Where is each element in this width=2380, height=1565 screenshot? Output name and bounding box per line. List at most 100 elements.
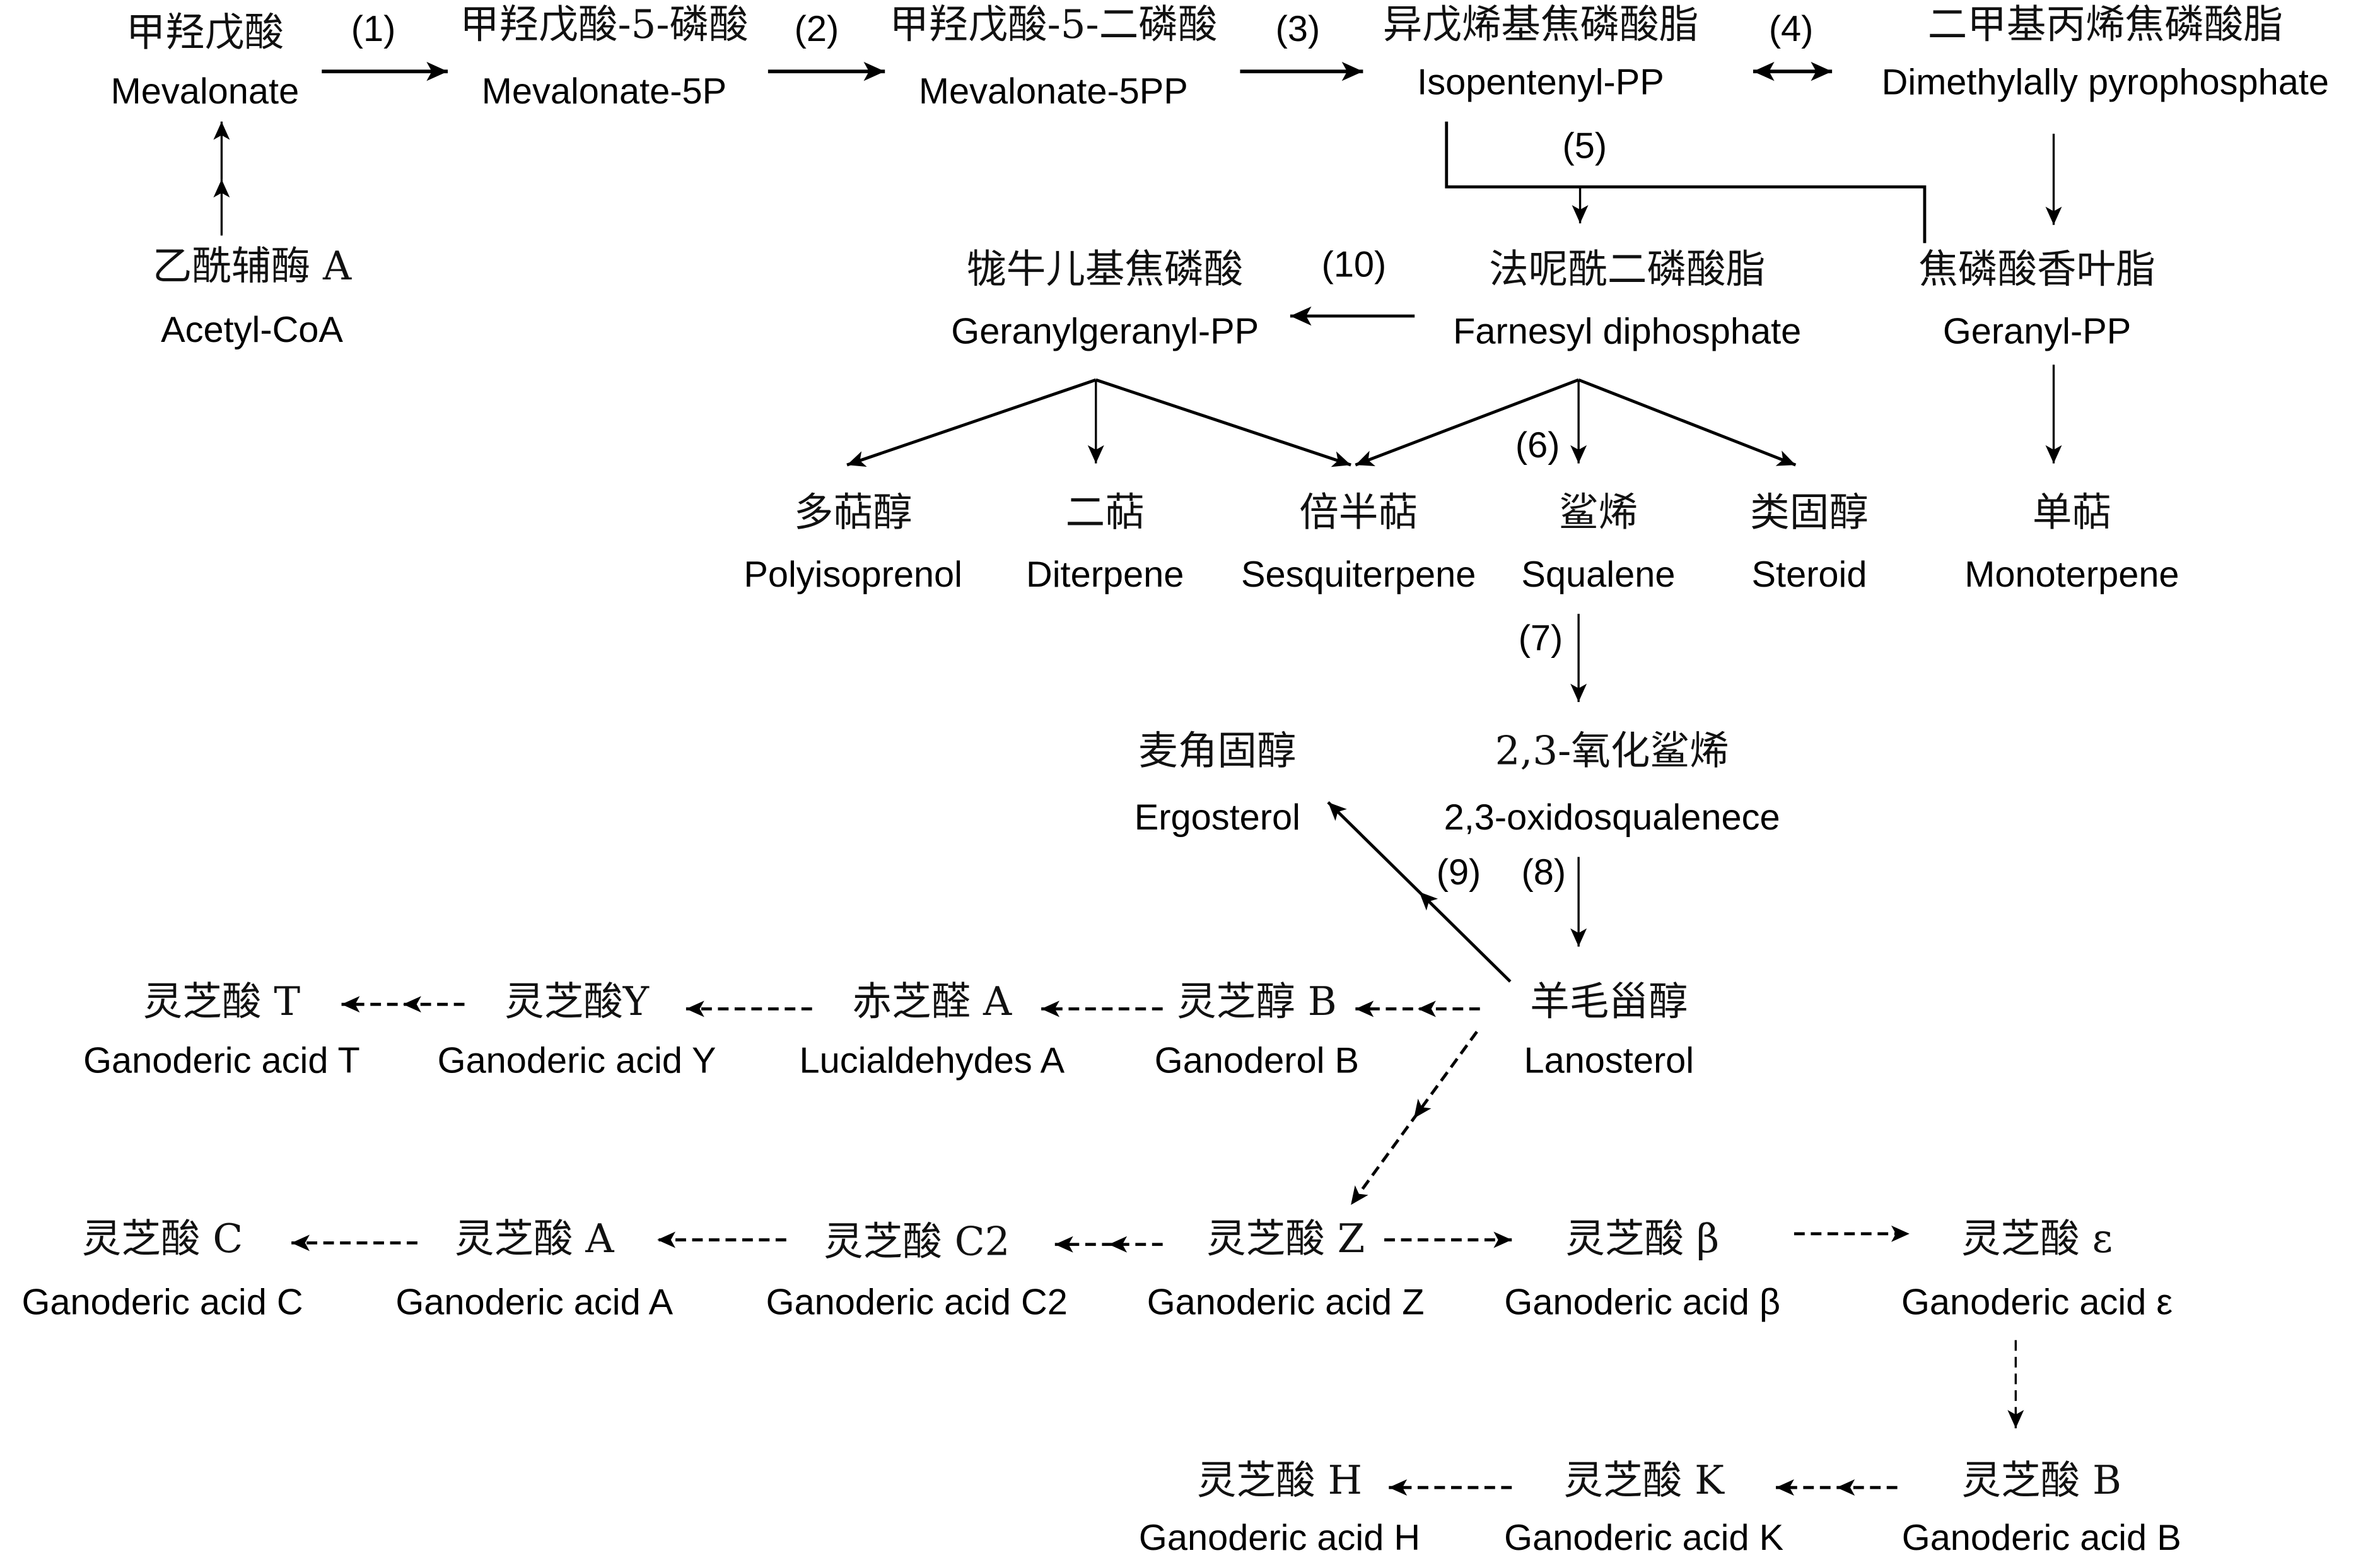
- step-label: (8): [1522, 852, 1566, 893]
- edge-step-9: [1327, 801, 1512, 983]
- node-label-en: Steroid: [1752, 554, 1867, 595]
- arrowhead-icon: [1570, 445, 1587, 464]
- edge-dmapp-gpp: [2045, 133, 2062, 225]
- node-label-zh: 灵芝酸 A: [455, 1216, 615, 1262]
- node-label-en: Ganoderic acid B: [1902, 1518, 2181, 1558]
- edge-ganoderolb-lucialdehydea: [1041, 1000, 1163, 1017]
- node-label-zh: 焦磷酸香叶脂: [1918, 246, 2155, 292]
- node-ga-b: 灵芝酸 B Ganoderic acid B: [1902, 1457, 2181, 1558]
- node-label-en: Ganoderic acid K: [1504, 1518, 1783, 1558]
- edges-layer: [213, 62, 2062, 1496]
- arrowhead-icon: [2007, 1410, 2024, 1429]
- edge-ggpp-diterpene: [1087, 380, 1104, 464]
- node-label-en: Ergosterol: [1135, 797, 1300, 838]
- arrow-line: [1355, 378, 1580, 467]
- edge-step-1: [322, 62, 448, 81]
- node-label-en: Sesquiterpene: [1241, 554, 1476, 595]
- arrowhead-icon: [426, 62, 448, 81]
- edge-acetylcoa-mevalonate-lower: [213, 179, 230, 236]
- arrowhead-icon: [1775, 450, 1796, 466]
- node-label-en: Ganoderic acid ε: [1901, 1282, 2173, 1323]
- arrow-line: [1327, 801, 1512, 983]
- arrow-line: [1350, 1031, 1478, 1206]
- node-label-en: Diterpene: [1026, 554, 1184, 595]
- arrowhead-icon: [1328, 802, 1347, 821]
- step-label: (5): [1563, 126, 1607, 166]
- node-label-zh: 灵芝酸 ε: [1961, 1216, 2113, 1262]
- edge-lanosterol-ganoderolb: [1355, 1000, 1480, 1017]
- node-label-zh: 灵芝酸 C2: [824, 1219, 1010, 1265]
- arrowhead-icon: [1355, 1000, 1374, 1017]
- node-label-en: Ganoderol B: [1155, 1041, 1359, 1081]
- node-label-zh: 牻牛儿基焦磷酸: [967, 246, 1243, 292]
- node-gpp: 焦磷酸香叶脂 Geranyl-PP: [1918, 246, 2155, 351]
- edge-ggpp-sesquiterpene: [1095, 378, 1351, 467]
- node-diterpene: 二萜 Diterpene: [1026, 489, 1184, 594]
- node-label-zh: 灵芝酸Y: [505, 978, 650, 1024]
- node-ga-k: 灵芝酸 K Ganoderic acid K: [1504, 1457, 1783, 1558]
- node-label-zh: 二萜: [1066, 489, 1145, 535]
- step-label: (4): [1769, 9, 1814, 49]
- arrowhead-icon: [863, 62, 885, 81]
- arrowhead-icon: [1389, 1479, 1408, 1496]
- edge-acetylcoa-mevalonate-upper: [213, 121, 230, 180]
- step-label: (9): [1437, 852, 1481, 893]
- node-label-zh: 鲨烯: [1559, 489, 1638, 535]
- node-label-en: Mevalonate: [111, 71, 300, 112]
- node-label-zh: 灵芝酸 K: [1563, 1457, 1725, 1503]
- arrowhead-icon: [1087, 445, 1104, 464]
- node-label-zh: 2,3-氧化鲨烯: [1495, 728, 1729, 774]
- node-label-en: Isopentenyl-PP: [1417, 62, 1664, 102]
- node-label-en: Farnesyl diphosphate: [1453, 311, 1801, 351]
- node-label-en: Polyisoprenol: [744, 554, 962, 595]
- node-label-zh: 法呢酰二磷酸脂: [1489, 246, 1765, 292]
- node-label-zh: 灵芝酸 C: [82, 1216, 243, 1262]
- arrowhead-mid-icon: [1836, 1479, 1855, 1496]
- edge-gaa-gac: [291, 1234, 417, 1251]
- arrowhead-icon: [1341, 62, 1363, 81]
- edge-step-3: [1240, 62, 1363, 81]
- arrowhead-icon: [1570, 928, 1587, 947]
- step-labels-layer: (1)(2)(3)(4)(5)(6)(7)(8)(9)(10): [351, 9, 1814, 893]
- node-label-en: 2,3-oxidosqualenece: [1444, 797, 1780, 838]
- edge-step-2: [767, 62, 885, 81]
- node-ga-epsilon: 灵芝酸 ε Ganoderic acid ε: [1901, 1216, 2173, 1323]
- arrowhead-mid-icon: [1419, 891, 1438, 911]
- edge-gabeta-gaepsilon: [1794, 1225, 1910, 1242]
- arrowhead-icon: [1493, 1231, 1512, 1248]
- node-label-zh: 二甲基丙烯焦磷酸脂: [1928, 1, 2283, 47]
- node-label-zh: 灵芝酸 T: [143, 978, 301, 1024]
- node-label-en: Dimethylally pyrophosphate: [1882, 62, 2329, 102]
- arrowhead-icon: [1331, 451, 1351, 467]
- node-label-zh: 灵芝酸 B: [1961, 1457, 2121, 1503]
- arrowhead-mid-icon: [403, 996, 421, 1013]
- arrowhead-icon: [1570, 683, 1587, 702]
- edge-gaz-gac2: [1054, 1236, 1163, 1253]
- edge-gak-gah: [1389, 1479, 1512, 1496]
- node-label-zh: 羊毛甾醇: [1530, 978, 1688, 1024]
- step-label: (2): [795, 9, 839, 49]
- arrowhead-mid-icon: [1109, 1236, 1128, 1253]
- edge-step-5-bracket: [1445, 121, 1927, 243]
- arrow-line: [846, 378, 1097, 467]
- node-label-en: Ganoderic acid C: [21, 1282, 303, 1323]
- node-label-zh: 乙酰辅酶 A: [153, 243, 352, 289]
- arrowhead-icon: [847, 451, 867, 467]
- edge-step-10: [1290, 306, 1415, 326]
- node-label-en: Geranyl-PP: [1943, 311, 2131, 351]
